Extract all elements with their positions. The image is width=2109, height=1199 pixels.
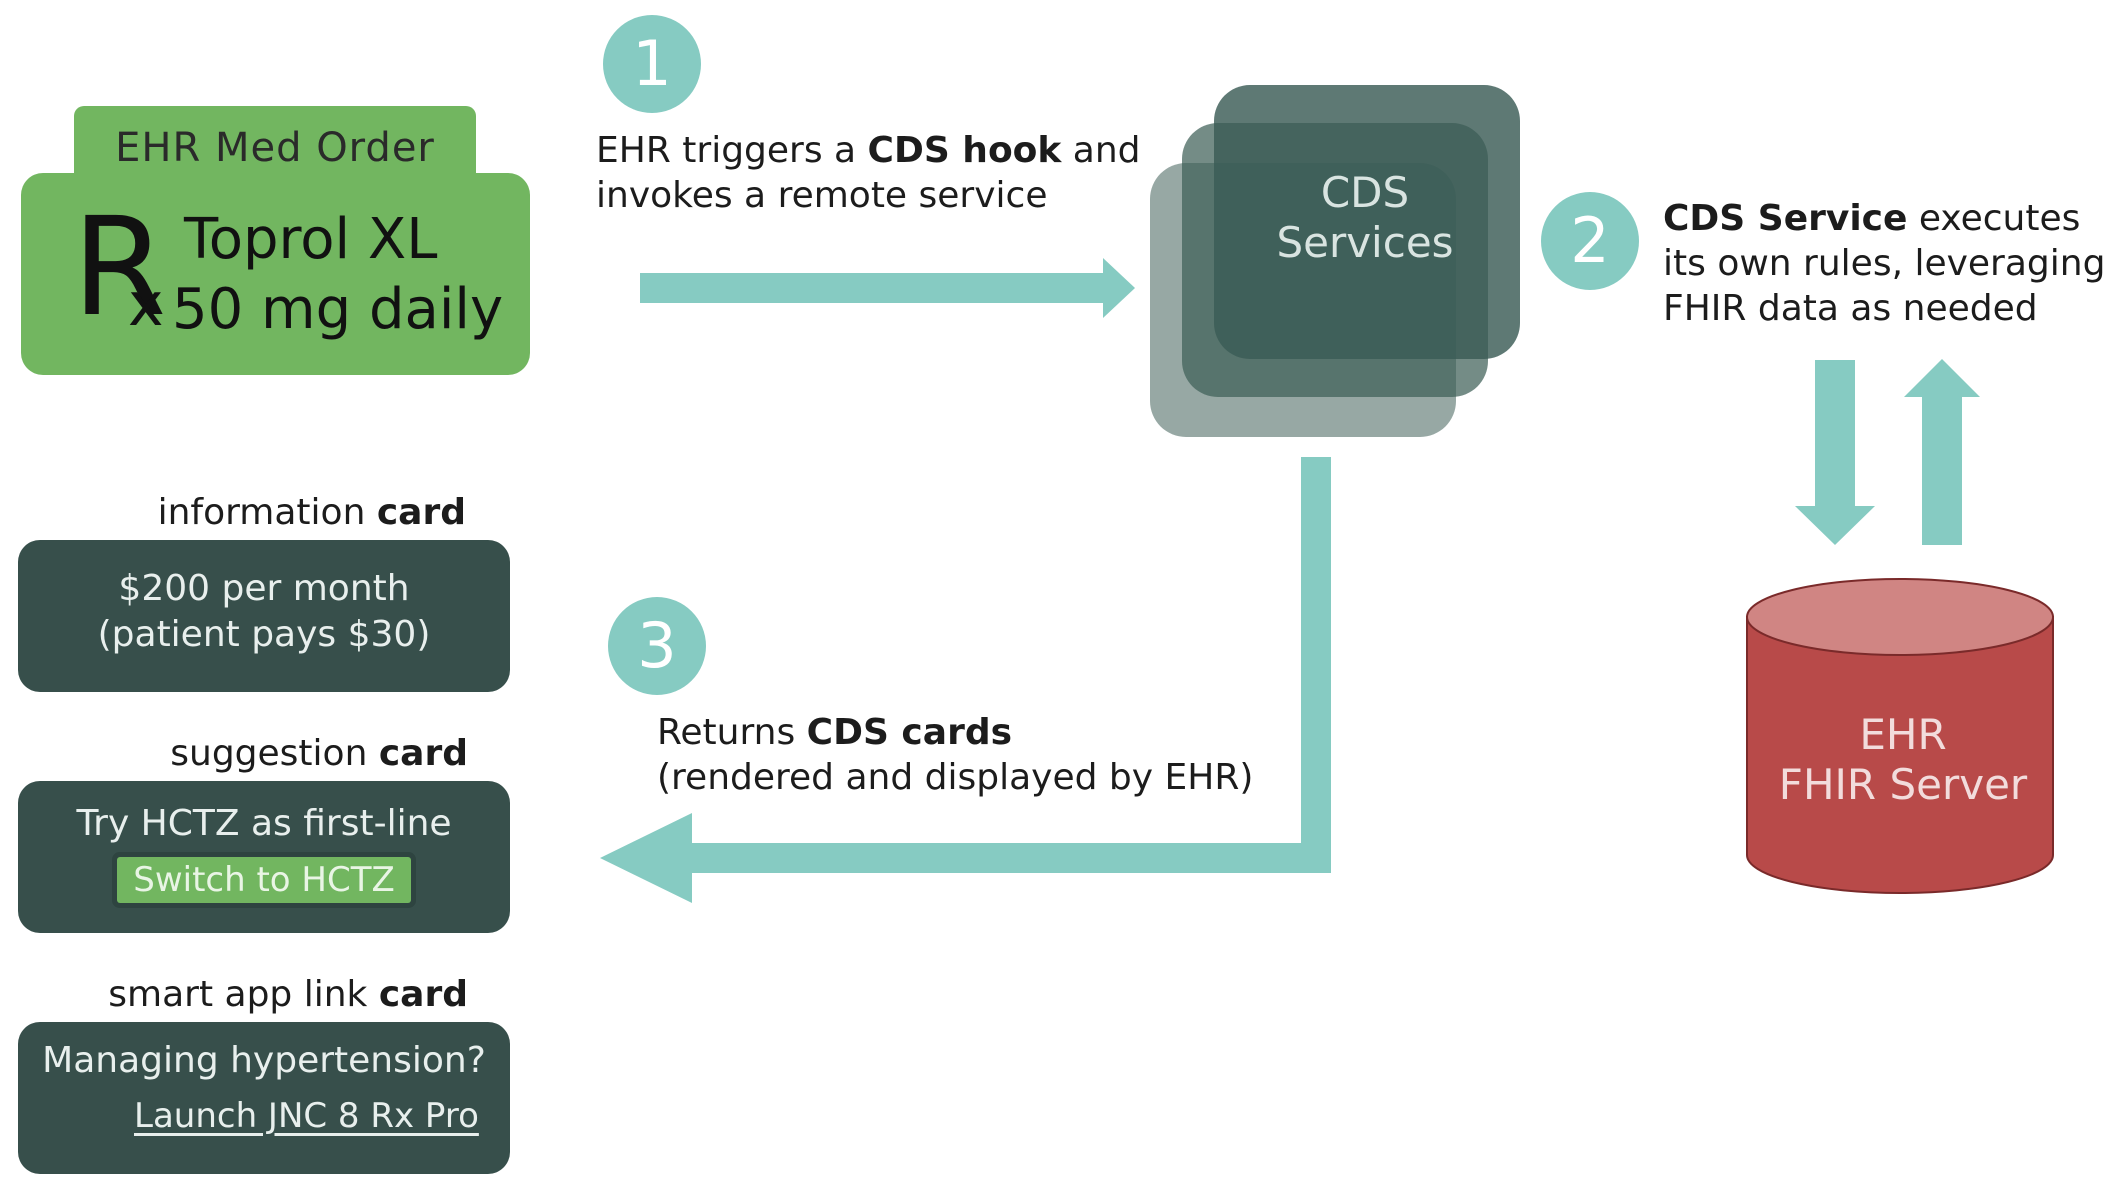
- step-3-text: Returns CDS cards (rendered and displaye…: [657, 710, 1253, 800]
- step-2-text-post: executes: [1907, 198, 2081, 239]
- launch-jnc8-link[interactable]: Launch JNC 8 Rx Pro: [134, 1096, 479, 1136]
- information-card-line1: $200 per month: [118, 568, 410, 609]
- fhir-request-arrow: [1795, 360, 1875, 545]
- drug-dose: 50 mg daily: [172, 277, 504, 342]
- rx-symbol-r: R: [72, 189, 167, 347]
- fhir-server-label: EHR FHIR Server: [1778, 710, 2028, 809]
- drug-name: Toprol XL: [184, 207, 438, 272]
- fhir-server-cylinder: [1746, 578, 2054, 894]
- smart-app-link-card-line1: Managing hypertension?: [42, 1040, 486, 1081]
- information-card: $200 per month (patient pays $30): [18, 540, 510, 692]
- suggestion-card: Try HCTZ as first-line Switch to HCTZ: [18, 781, 510, 933]
- step-2-text: CDS Service executes its own rules, leve…: [1663, 196, 2105, 331]
- step-3-text-bold: CDS cards: [806, 712, 1013, 753]
- step-2-text-line2: its own rules, leveraging: [1663, 243, 2106, 284]
- smart-app-link-card: Managing hypertension? Launch JNC 8 Rx P…: [18, 1022, 510, 1174]
- step-2-text-bold: CDS Service: [1663, 198, 1908, 239]
- switch-to-hctz-button[interactable]: Switch to HCTZ: [117, 857, 411, 903]
- rx-symbol-x: x: [128, 270, 164, 340]
- suggestion-card-word: card: [378, 733, 468, 774]
- suggestion-card-line1: Try HCTZ as first-line: [76, 803, 452, 844]
- step-2-text-line3: FHIR data as needed: [1663, 288, 2038, 329]
- med-order-tab: EHR Med Order: [74, 106, 476, 182]
- step-3-text-line2: (rendered and displayed by EHR): [657, 757, 1254, 798]
- smart-app-link-card-title: smart app link card: [108, 975, 468, 1015]
- smart-app-link-card-word: card: [378, 974, 468, 1015]
- smart-app-link-card-type: smart app link: [108, 974, 368, 1015]
- step-1-text-pre: EHR triggers a: [596, 130, 868, 171]
- step-1-badge: 1: [603, 15, 701, 113]
- suggestion-card-type: suggestion: [170, 733, 368, 774]
- step-1-text: EHR triggers a CDS hook and invokes a re…: [596, 128, 1141, 218]
- information-card-type: information: [157, 492, 366, 533]
- return-cards-arrow: [600, 457, 1331, 903]
- med-order-box: [21, 173, 530, 375]
- step-1-text-line2: invokes a remote service: [596, 175, 1048, 216]
- step-3-text-pre: Returns: [657, 712, 807, 753]
- step-1-text-bold: CDS hook: [867, 130, 1062, 171]
- information-card-line2: (patient pays $30): [97, 614, 431, 655]
- step-1-text-post: and: [1061, 130, 1141, 171]
- cds-service-card-front: [1214, 85, 1520, 359]
- trigger-arrow: [640, 258, 1135, 318]
- step-2-badge: 2: [1541, 192, 1639, 290]
- information-card-title: information card: [158, 493, 466, 533]
- cds-services-label: CDS Services: [1276, 168, 1454, 267]
- fhir-response-arrow: [1904, 359, 1980, 545]
- step-3-badge: 3: [608, 597, 706, 695]
- information-card-word: card: [376, 492, 466, 533]
- suggestion-card-title: suggestion card: [170, 734, 468, 774]
